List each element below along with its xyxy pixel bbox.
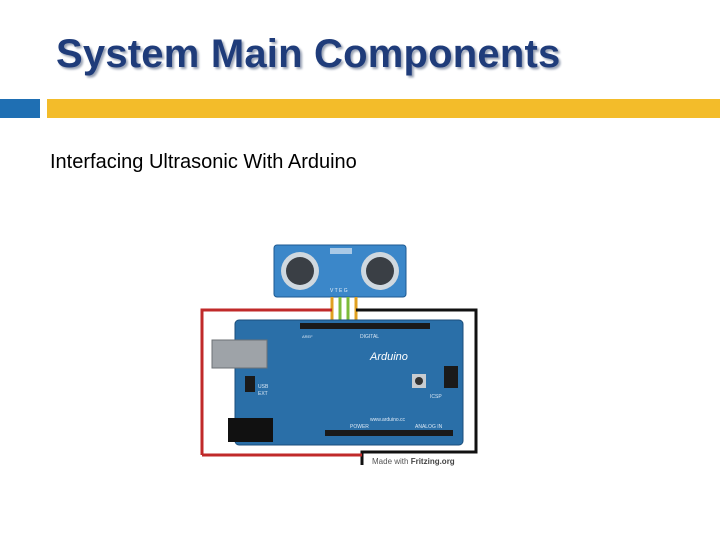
slide-subtitle: Interfacing Ultrasonic With Arduino <box>50 151 357 173</box>
arduino-ultrasonic-diagram: V T E G Arduino DIGITAL USB EXT ICSP www… <box>200 244 478 465</box>
fritzing-credit: Made with Fritzing.org <box>372 457 455 466</box>
credit-brand: Fritzing.org <box>410 457 455 466</box>
accent-bar-gold <box>47 99 720 118</box>
accent-bar-blue <box>0 99 40 118</box>
power-label: POWER <box>350 424 369 430</box>
aref-label: AREF <box>302 334 313 339</box>
red-power-wire <box>200 308 332 455</box>
credit-prefix: Made with <box>372 457 409 466</box>
analog-label: ANALOG IN <box>415 424 443 430</box>
url-label: www.arduino.cc <box>370 417 406 423</box>
ext-label: EXT <box>258 391 268 397</box>
sensor-pin-labels: V T E G <box>330 288 348 294</box>
ultrasonic-sensor: V T E G <box>273 244 407 298</box>
slide-title: System Main Components <box>56 32 561 76</box>
usb-jack <box>211 339 268 369</box>
digital-label: DIGITAL <box>360 334 379 340</box>
board-name: Arduino <box>369 351 408 363</box>
icsp-label: ICSP <box>430 394 442 400</box>
usb-label: USB <box>258 384 269 390</box>
icsp-header <box>444 366 458 388</box>
power-jack <box>228 418 273 442</box>
arduino-board: Arduino DIGITAL USB EXT ICSP www.arduino… <box>211 319 464 446</box>
